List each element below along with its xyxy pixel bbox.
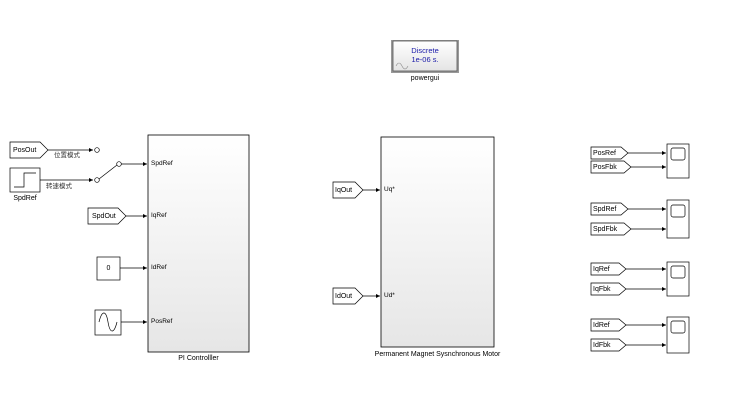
pi-port-posref: PosRef [151,318,173,325]
sine-wave-block[interactable] [94,309,122,336]
scope-icon [670,265,686,279]
iqout-label: IqOut [335,187,353,194]
scope4-fbk-label: IdFbk [593,342,611,349]
powergui-caption: powergui [410,75,440,82]
scope4-ref-label: IdRef [593,322,610,329]
pi-port-spdref: SpdRef [151,160,173,167]
powergui-block[interactable] [391,40,459,73]
scope-icon [670,204,686,218]
scope1-ref-label: PosRef [593,150,616,157]
from-block[interactable] [590,318,627,332]
switch-pos-label: 位置模式 [54,151,80,159]
powergui-mode-text: Discrete [411,46,439,55]
posout-from-block[interactable] [9,141,49,159]
idout-label: IdOut [335,293,353,300]
pi-controller-caption: PI Controlller [178,355,219,362]
motor-caption: Permanent Magnet Sysnchronous Motor [374,351,501,358]
scope-group-iq [590,261,690,297]
from-block[interactable] [590,146,629,160]
manual-switch[interactable] [98,161,122,180]
scope-icon [670,147,686,161]
scope1-fbk-label: PosFbk [593,164,617,171]
constant-value: 0 [106,265,111,272]
idout-from-block[interactable] [332,287,364,305]
spdout-label: SpdOut [92,213,116,220]
spdout-from-block[interactable] [87,207,127,225]
scope-icon [670,320,686,334]
scope-group-spd [590,199,690,239]
motor-port-uq: Uq* [384,186,395,193]
step-icon [14,172,36,188]
from-block[interactable] [590,262,627,276]
iqout-from-block[interactable] [332,181,364,199]
scope-group-pos [590,143,690,179]
constant-block[interactable] [96,256,121,281]
pi-controller-block[interactable] [147,134,250,353]
from-block[interactable] [590,338,627,352]
powergui-wave-icon [395,62,409,70]
pi-port-idref: IdRef [151,264,167,271]
posout-label: PosOut [13,147,37,154]
from-block[interactable] [590,282,627,296]
scope2-fbk-label: SpdFbk [593,226,618,233]
from-block[interactable] [590,202,629,216]
switch-pos-contact [94,147,100,153]
scope-group-id [590,316,690,354]
scope3-ref-label: IqRef [593,266,610,273]
switch-spd-label: 转速模式 [46,182,72,190]
scope3-fbk-label: IqFbk [593,286,611,293]
sine-icon [98,312,118,332]
switch-spd-contact [94,177,100,183]
step-caption: SpdRef [13,195,37,202]
pi-port-iqref: IqRef [151,212,167,219]
from-block[interactable] [590,222,632,236]
from-block[interactable] [590,160,632,174]
step-block[interactable] [9,167,41,193]
motor-port-ud: Ud* [384,292,395,299]
pmsm-block[interactable] [380,136,495,348]
scope2-ref-label: SpdRef [593,206,617,213]
powergui-sample-time: 1e-06 s. [411,55,439,64]
